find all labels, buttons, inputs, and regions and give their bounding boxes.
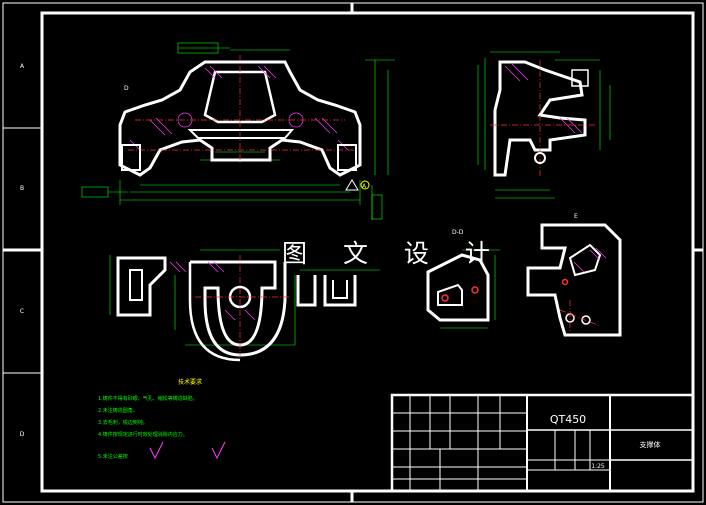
scale-text: 1:25 — [591, 463, 605, 470]
title-block — [390, 393, 695, 493]
tech-requirements: 技术要求 1.铸件不得有砂眼、气孔、缩松等铸造缺陷。 2.未注铸造圆角。 3.去… — [98, 378, 226, 460]
zone-letter-d: D — [20, 431, 25, 438]
zone-letter-c: C — [20, 308, 24, 315]
tech-requirement-2: 2.未注铸造圆角。 — [98, 407, 138, 414]
tech-requirement-5: 5.未注公差按 — [98, 453, 128, 460]
watermark-text: 图 文 设 计 — [282, 239, 504, 268]
section-marker-d: D — [124, 85, 129, 92]
material-text: QT450 — [550, 413, 586, 426]
tech-requirement-4: 4.铸件按规定进行时效处理消除内应力。 — [98, 431, 188, 438]
section-d-d: D-D — [426, 229, 500, 329]
roughness-symbols — [149, 441, 226, 460]
view-e: E — [526, 213, 622, 337]
zone-letter-a: A — [20, 63, 25, 70]
section-d-d-label: D-D — [452, 229, 464, 236]
zone-letter-b: B — [20, 185, 24, 192]
tech-requirement-1: 1.铸件不得有砂眼、气孔、缩松等铸造缺陷。 — [98, 395, 198, 402]
side-view — [477, 51, 611, 199]
part-name-text: 支撑体 — [640, 440, 661, 449]
tech-requirement-3: 3.去毛刺，锐边倒钝。 — [98, 419, 148, 426]
datum-label: A — [362, 183, 367, 190]
front-view: A D — [81, 42, 395, 220]
bottom-section-view — [109, 249, 380, 362]
zone-strip — [3, 3, 703, 502]
inner-frame — [40, 11, 695, 493]
tech-requirements-title: 技术要求 — [178, 378, 202, 386]
view-e-label: E — [574, 213, 578, 220]
